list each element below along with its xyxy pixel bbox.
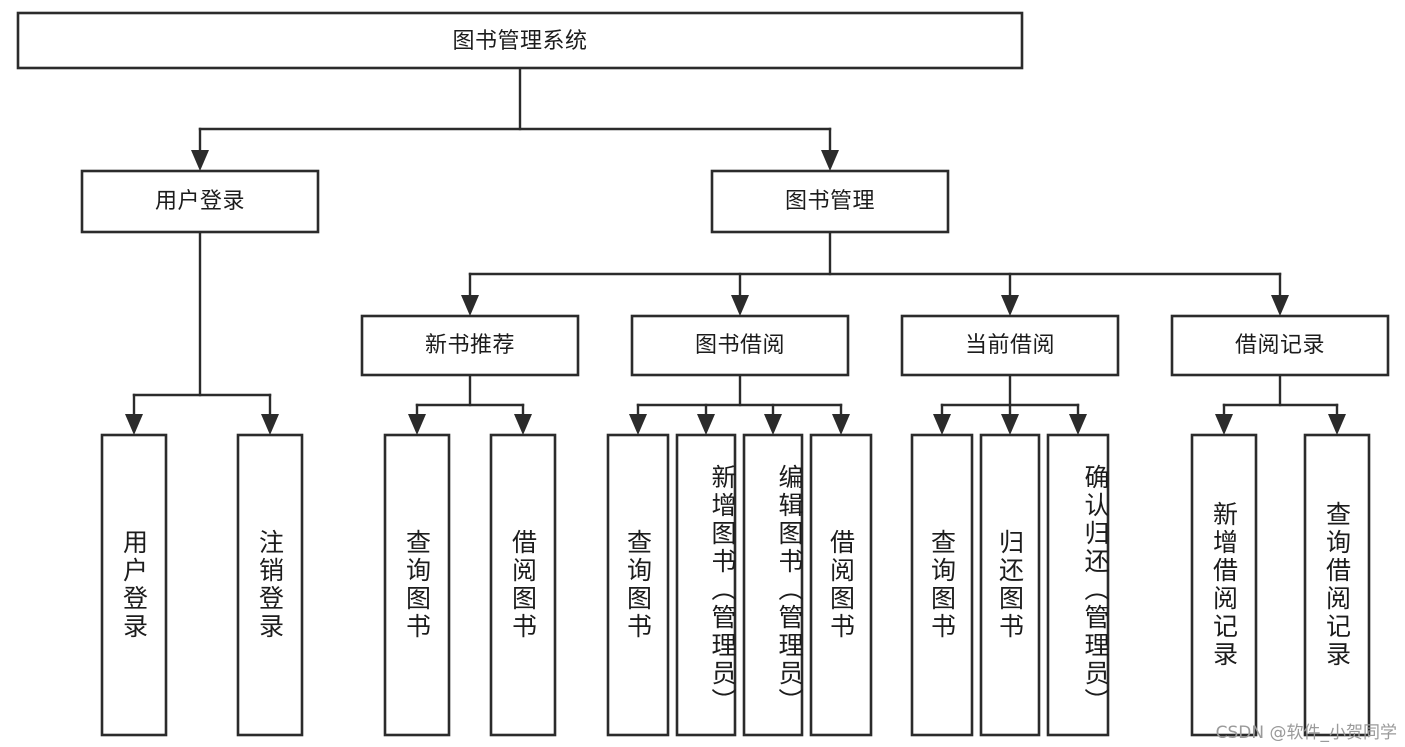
- arrow-leaf-query-book-1: [408, 414, 426, 435]
- leaf-box-user-login[interactable]: [100, 433, 168, 737]
- arrow-leaf-query-record: [1328, 414, 1346, 435]
- arrow-to-borrow-record: [1271, 295, 1289, 316]
- watermark-text: CSDN @软件_小贺同学: [1215, 723, 1397, 743]
- arrow-leaf-logout-login: [261, 414, 279, 435]
- leaf-box-add-record[interactable]: [1190, 433, 1258, 737]
- node-book-manage-label: 图书管理: [785, 189, 875, 214]
- arrow-to-book-borrow: [731, 295, 749, 316]
- arrow-leaf-borrow-book-1: [514, 414, 532, 435]
- arrow-leaf-confirm-return: [1069, 414, 1087, 435]
- node-borrow-record-label: 借阅记录: [1235, 333, 1325, 358]
- leaf-box-query-book-3[interactable]: [910, 433, 974, 737]
- node-root-label: 图书管理系统: [452, 29, 587, 54]
- leaf-box-borrow-book-1[interactable]: [489, 433, 557, 737]
- node-book-borrow[interactable]: 图书借阅: [630, 314, 850, 377]
- node-user-login-label: 用户登录: [155, 189, 245, 214]
- leaf-box-return-book[interactable]: [979, 433, 1041, 737]
- arrow-leaf-edit-book: [764, 414, 782, 435]
- leaf-box-add-book[interactable]: [675, 433, 737, 737]
- leaf-box-logout-login[interactable]: [236, 433, 304, 737]
- node-borrow-record[interactable]: 借阅记录: [1170, 314, 1390, 377]
- leaf-box-edit-book[interactable]: [742, 433, 804, 737]
- leaf-box-query-book-2[interactable]: [606, 433, 670, 737]
- arrow-leaf-add-book: [697, 414, 715, 435]
- node-new-book-recommend-label: 新书推荐: [425, 333, 515, 358]
- node-current-borrow-label: 当前借阅: [965, 333, 1055, 358]
- node-user-login[interactable]: 用户登录: [80, 169, 320, 234]
- node-current-borrow[interactable]: 当前借阅: [900, 314, 1120, 377]
- arrow-leaf-add-record: [1215, 414, 1233, 435]
- node-new-book-recommend[interactable]: 新书推荐: [360, 314, 580, 377]
- arrow-to-current-borrow: [1001, 295, 1019, 316]
- node-user-login-box[interactable]: [80, 169, 320, 234]
- node-current-borrow-box[interactable]: [900, 314, 1120, 377]
- node-new-book-recommend-box[interactable]: [360, 314, 580, 377]
- connector-layer: [125, 66, 1346, 435]
- arrow-leaf-borrow-book-2: [832, 414, 850, 435]
- node-book-borrow-label: 图书借阅: [695, 333, 785, 358]
- node-root-box[interactable]: [16, 11, 1024, 70]
- leaf-box-layer: [100, 433, 1371, 737]
- arrow-leaf-user-login: [125, 414, 143, 435]
- node-root[interactable]: 图书管理系统: [16, 11, 1024, 70]
- arrow-leaf-query-book-2: [629, 414, 647, 435]
- arrow-leaf-return-book: [1001, 414, 1019, 435]
- arrow-to-user-login: [191, 150, 209, 171]
- arrow-to-book-manage: [821, 150, 839, 171]
- node-borrow-record-box[interactable]: [1170, 314, 1390, 377]
- leaf-box-query-book-1[interactable]: [383, 433, 451, 737]
- node-book-borrow-box[interactable]: [630, 314, 850, 377]
- leaf-box-confirm-return[interactable]: [1046, 433, 1110, 737]
- node-book-manage-box[interactable]: [710, 169, 950, 234]
- arrow-leaf-query-book-3: [933, 414, 951, 435]
- leaf-box-query-record[interactable]: [1303, 433, 1371, 737]
- node-book-manage[interactable]: 图书管理: [710, 169, 950, 234]
- leaf-box-borrow-book-2[interactable]: [809, 433, 873, 737]
- arrow-to-new-book-recommend: [461, 295, 479, 316]
